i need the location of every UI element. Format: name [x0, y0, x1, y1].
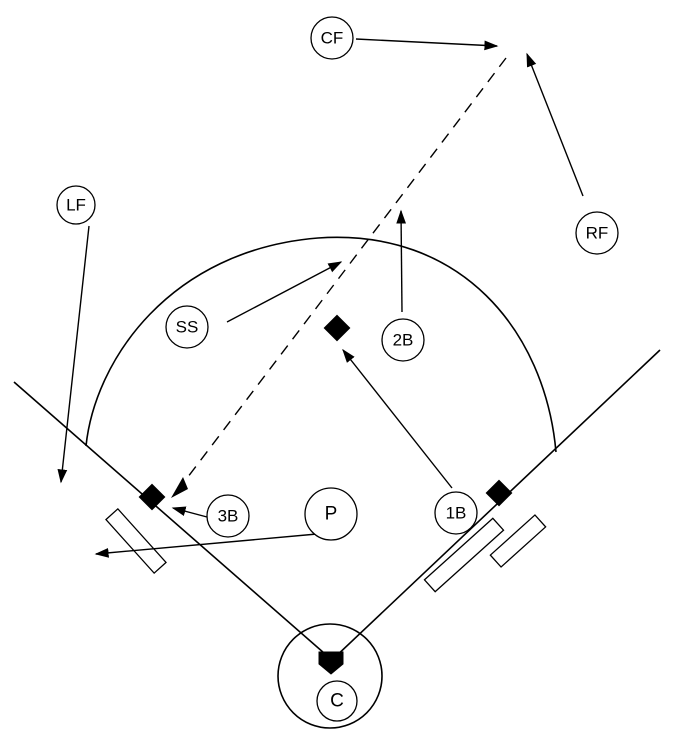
player-1b-label: 1B: [446, 504, 467, 523]
player-c: C: [316, 680, 358, 722]
throw-path-arrowhead: [171, 477, 188, 498]
player-rf-label: RF: [586, 224, 609, 243]
player-2b-label: 2B: [393, 331, 414, 350]
player-1b: 1B: [434, 491, 478, 535]
lf-arrow: [57, 225, 90, 484]
first-base-coach-box: [423, 517, 505, 593]
player-2b: 2B: [381, 318, 425, 362]
1b-arrow: [342, 348, 453, 489]
right-foul-line: [331, 349, 661, 661]
player-lf-label: LF: [66, 196, 86, 215]
first-base: [485, 479, 513, 507]
home-plate: [318, 651, 344, 675]
ss-arrow: [226, 261, 343, 323]
p-arrow: [94, 533, 318, 558]
home-plate-circle: [277, 623, 383, 729]
rf-arrow: [526, 52, 584, 197]
player-cf-label: CF: [321, 29, 344, 48]
player-rf: RF: [575, 211, 619, 255]
cf-arrow: [355, 38, 499, 51]
player-3b-label: 3B: [218, 507, 239, 526]
player-c-label: C: [330, 691, 344, 712]
player-p-label: P: [325, 504, 338, 525]
player-cf: CF: [310, 16, 354, 60]
player-lf: LF: [56, 185, 96, 225]
throw-path-dashed: [174, 57, 507, 495]
player-ss-label: SS: [176, 318, 199, 337]
player-ss: SS: [165, 305, 209, 349]
2b-arrow: [396, 209, 407, 313]
left-foul-line: [13, 381, 333, 661]
player-3b: 3B: [206, 494, 250, 538]
infield-arc: [85, 236, 557, 453]
second-base: [323, 314, 351, 342]
player-p: P: [304, 487, 358, 541]
3b-arrow: [171, 506, 208, 518]
third-base: [138, 483, 166, 511]
third-base-coach-box: [105, 507, 167, 575]
first-base-coach-box-outer: [489, 514, 547, 568]
